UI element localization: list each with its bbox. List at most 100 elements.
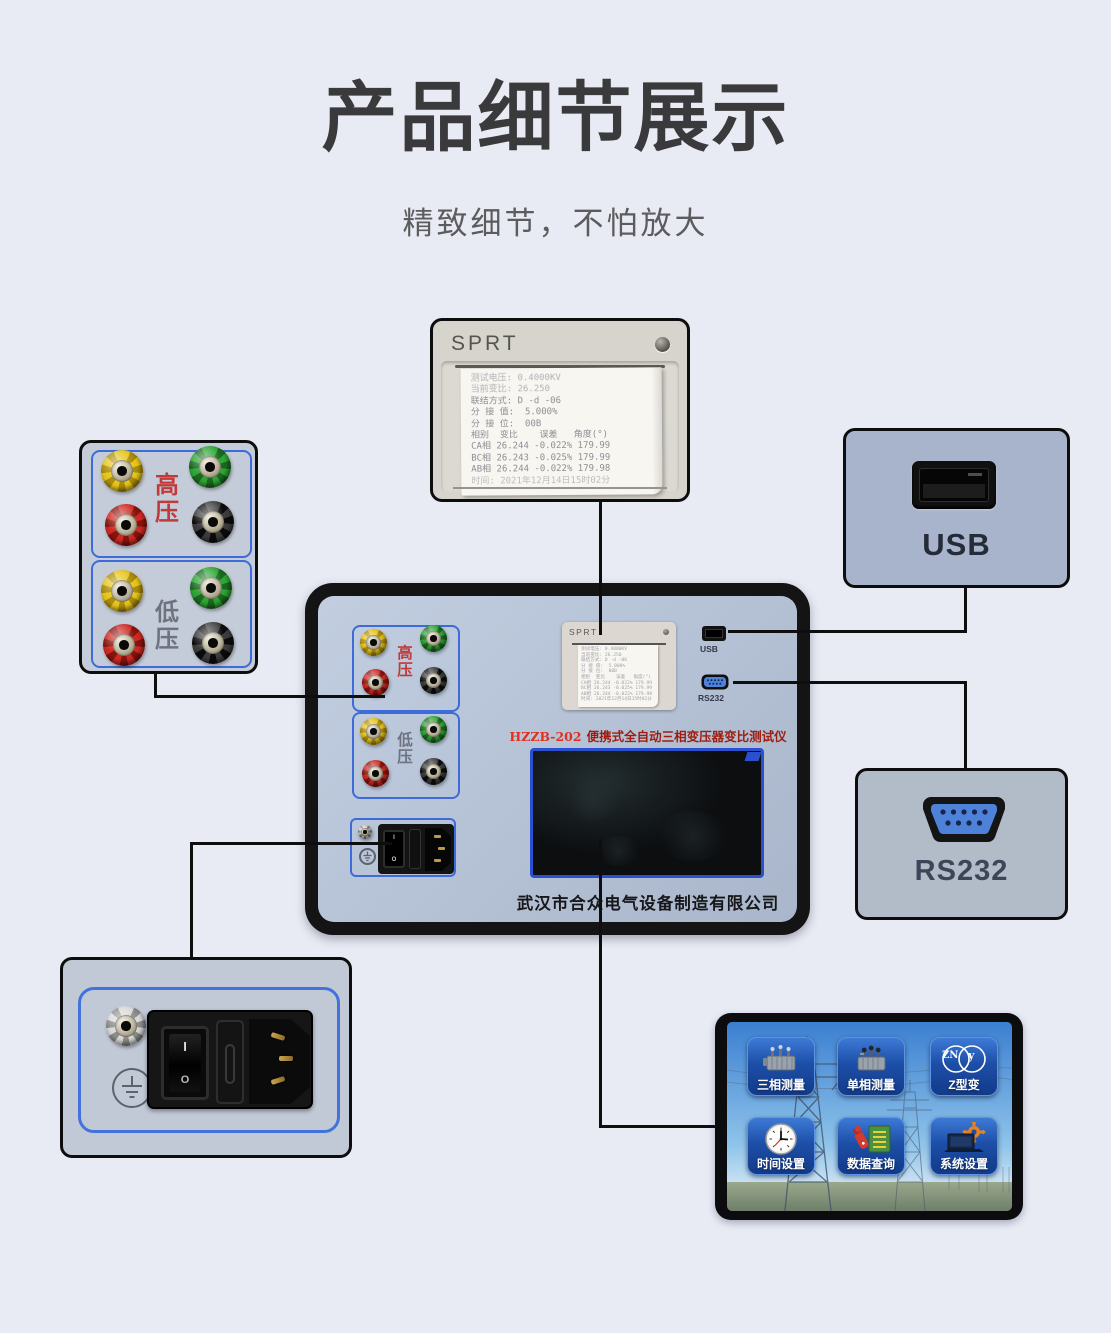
tester-device: 高压 低压 I O [305, 583, 810, 935]
hv-green-terminal [189, 446, 231, 488]
device-usb-port [702, 626, 726, 641]
rs232-callout-line [964, 681, 967, 768]
device-fuse-holder [409, 829, 421, 869]
device-switch-on-mark: I [393, 835, 395, 841]
usb-port [912, 461, 996, 509]
usb-callout-line [964, 588, 967, 633]
usb-callout: USB [843, 428, 1070, 588]
single-phase-transformer-icon [840, 1041, 902, 1078]
screen-button-three-phase[interactable]: 三相测量 [747, 1037, 815, 1096]
usb-drive-data-icon [840, 1121, 902, 1157]
screen-button-label: 数据查询 [846, 1156, 895, 1171]
device-front-panel: 高压 低压 I O [318, 596, 797, 922]
hv-red-terminal [105, 504, 147, 546]
device-lv-terminal-panel: 低压 [352, 712, 460, 799]
device-power-switch[interactable]: I O [383, 830, 405, 868]
receipt-line: CA相 26.244 -0.022% 179.99 [581, 680, 652, 686]
power-switch[interactable]: I O [161, 1026, 209, 1100]
ground-terminal [106, 1006, 146, 1046]
lv-black-terminal [192, 622, 234, 664]
page-title: 产品细节展示 [321, 76, 790, 161]
screen-button-label: 三相测量 [756, 1077, 805, 1092]
usb-callout-line [728, 630, 967, 633]
device-screen[interactable] [530, 748, 764, 878]
hv-label: 高压 [155, 472, 179, 526]
device-switch-off-mark: O [391, 857, 397, 863]
lv-label: 低压 [155, 599, 179, 653]
device-company-name: 武汉市合众电气设备制造有限公司 [516, 894, 780, 913]
hv-black-terminal [420, 667, 447, 694]
receipt-line: 相别 变比 误差 角度(°) [581, 674, 651, 680]
rs232-port [921, 793, 1007, 850]
receipt-line: AB相 26.244 -0.022% 179.98 [581, 691, 652, 697]
device-usb-label: USB [700, 644, 718, 654]
printer-brand-label: SPRT [451, 332, 519, 355]
receipt-line: 时间: 2021年12月14日15时02分 [581, 697, 652, 703]
rs232-callout: RS232 [855, 768, 1068, 920]
device-power-module: I O [378, 824, 454, 874]
socket-pin [434, 835, 441, 838]
lv-terminals-panel: 低压 [91, 560, 252, 668]
screen-callout: 三相测量 单相测量 [715, 1013, 1023, 1220]
screen-callout-line [599, 1125, 716, 1128]
power-entry-module: I O [147, 1010, 313, 1109]
terminals-callout: 高压 低压 [79, 440, 258, 674]
model-description: 便携式全自动三相变压器变比测试仪 [586, 729, 787, 744]
receipt-line: 分 接 值: 5.000% [581, 663, 626, 669]
printer-callout-line [599, 502, 602, 635]
three-phase-transformer-icon [750, 1041, 812, 1078]
ac-inlet-socket [249, 1019, 310, 1104]
lv-black-terminal [420, 758, 447, 785]
device-rs232-port [701, 674, 729, 695]
device-hv-terminal-panel: 高压 [352, 625, 460, 712]
hv-yellow-terminal [360, 629, 387, 656]
lv-yellow-terminal [360, 718, 387, 745]
hv-red-terminal [362, 669, 389, 696]
receipt-line: 当前变比: 26.250 [470, 384, 551, 396]
device-ground-terminal [358, 825, 372, 839]
receipt-line: 测试电压: 0.4000KV [581, 647, 628, 652]
screen-button-label: 系统设置 [939, 1156, 988, 1171]
power-panel-outline: I O [78, 987, 340, 1133]
screen-button-system-settings[interactable]: 系统设置 [930, 1117, 998, 1175]
hv-yellow-terminal [101, 450, 143, 492]
winding-left-text: ZN [942, 1050, 959, 1061]
screen-button-time-settings[interactable]: 时间设置 [747, 1117, 815, 1175]
hv-label: 高压 [397, 645, 413, 680]
screen-button-data-query[interactable]: 数据查询 [837, 1117, 905, 1175]
device-printer-feed-button[interactable] [663, 629, 669, 635]
laptop-gear-icon [933, 1121, 995, 1157]
screen-button-label: 单相测量 [846, 1077, 895, 1092]
hv-black-terminal [192, 501, 234, 543]
receipt-line: BC相 26.243 -0.025% 179.99 [581, 686, 652, 692]
screen-button-single-phase[interactable]: 单相测量 [837, 1037, 905, 1096]
page-subtitle: 精致细节，不怕放大 [402, 206, 709, 241]
switch-off-mark: O [180, 1074, 190, 1086]
touchscreen: 三相测量 单相测量 [727, 1022, 1012, 1211]
lv-red-terminal [362, 760, 389, 787]
device-power-panel: I O [350, 818, 456, 877]
screen-callout-line [599, 840, 602, 1128]
rs232-callout-line [733, 681, 967, 684]
printer-feed-button[interactable] [655, 337, 670, 352]
screen-button-label: 时间设置 [756, 1156, 805, 1171]
lv-green-terminal [190, 567, 232, 609]
printer-exit-slot [453, 487, 667, 489]
screen-button-label: Z型变 [948, 1077, 980, 1092]
device-ground-symbol [359, 848, 376, 865]
terminals-callout-line [154, 672, 157, 698]
power-callout: I O [60, 957, 352, 1158]
fuse-holder [216, 1020, 244, 1104]
power-callout-line [190, 842, 193, 958]
screen-button-z-type[interactable]: ZN y Z型变 [930, 1037, 998, 1096]
socket-pin [279, 1056, 293, 1061]
receipt-line: 分 接 位: 00B [581, 669, 617, 675]
receipt-line: 当前变比: 26.250 [581, 652, 622, 658]
power-callout-line [190, 842, 392, 845]
